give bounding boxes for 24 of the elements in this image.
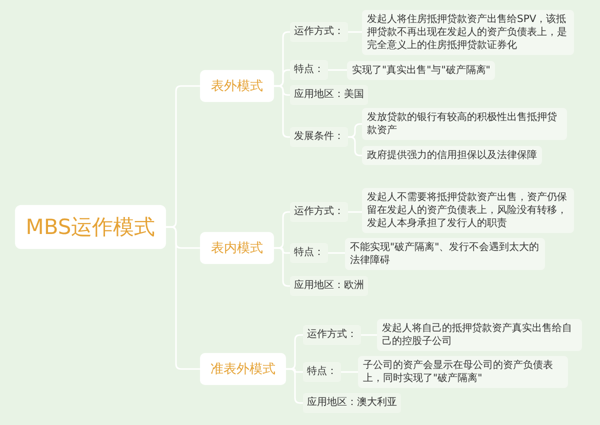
- subtopic-label: 发展条件：: [290, 127, 348, 147]
- description-card: 子公司的资产会显示在母公司的资产负债表上，同时实现了"破产隔离": [358, 356, 568, 388]
- central-topic-box: MBS运作模式: [15, 205, 166, 249]
- subtopic-label: 运作方式：: [303, 325, 361, 345]
- connector-line: [348, 136, 362, 156]
- subtopic-label: 特点：: [290, 243, 328, 263]
- branch-topic-box: 表外模式: [200, 70, 274, 102]
- connector-line: [348, 123, 362, 138]
- description-card: 政府提供强力的信用担保以及法律保障: [362, 146, 542, 165]
- description-card: 发放贷款的银行有较高的积极性出售抵押贷款资产: [362, 108, 567, 140]
- description-card: 不能实现"破产隔离"、发行不会遇到太大的法律障碍: [345, 238, 545, 270]
- subtopic-label: 应用地区：欧洲: [290, 276, 368, 296]
- subtopic-label: 特点：: [303, 362, 341, 382]
- description-card: 发起人将自己的抵押贷款资产真实出售给自己的控股子公司: [377, 319, 582, 351]
- subtopic-label: 特点：: [290, 60, 328, 80]
- branch-topic-box: 准表外模式: [200, 353, 286, 385]
- description-card: 发起人不需要将抵押贷款资产出售，资产仍保留在发起人的资产负债表上，风险没有转移，发起人本身承担了发行人的职责: [362, 188, 574, 233]
- description-card: 发起人将住房抵押贷款资产出售给SPV，该抵押贷款不再出现在发起人的资产负债表上，是完全意义上的住房抵押贷款证券化: [362, 10, 574, 55]
- description-card: 实现了"真实出售"与"破产隔离": [347, 61, 496, 80]
- subtopic-label: 应用地区：美国: [290, 85, 368, 105]
- branch-topic-box: 表内模式: [200, 232, 274, 264]
- subtopic-label: 应用地区：澳大利亚: [303, 393, 401, 413]
- subtopic-label: 运作方式：: [290, 22, 348, 42]
- subtopic-label: 运作方式：: [290, 202, 348, 222]
